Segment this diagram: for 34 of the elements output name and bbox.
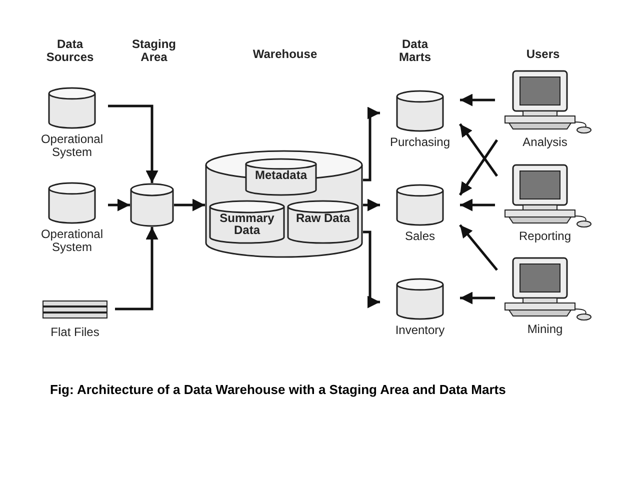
node-label: Sales: [404, 230, 436, 243]
node-label: Operational System: [40, 133, 104, 159]
node-label: Raw Data: [294, 212, 352, 224]
column-heading: Staging Area: [131, 38, 177, 64]
arrow: [458, 123, 498, 177]
database-cylinder: [287, 200, 359, 244]
arrow: [174, 198, 205, 212]
node-label: Mining: [526, 323, 564, 336]
node-label: Reporting: [518, 230, 572, 243]
node-label: Inventory: [394, 324, 446, 337]
node-label: Metadata: [254, 168, 308, 181]
column-heading: Warehouse: [252, 48, 318, 61]
node-label: Analysis: [522, 136, 568, 149]
node-label: Purchasing: [388, 136, 452, 149]
arrow: [363, 230, 380, 308]
arrow: [363, 106, 380, 182]
column-heading: Data Marts: [398, 38, 432, 64]
database-cylinder: [209, 200, 285, 244]
column-heading: Users: [525, 48, 561, 61]
arrow: [108, 104, 158, 183]
arrow: [108, 198, 130, 212]
arrow: [460, 94, 495, 106]
arrow: [458, 139, 498, 196]
node-label: Summary Data: [218, 212, 276, 236]
arrow: [363, 198, 380, 212]
arrow: [460, 198, 495, 212]
database-cylinder: [245, 158, 317, 196]
column-heading: Data Sources: [45, 38, 95, 64]
arrow: [115, 227, 158, 310]
arrow: [459, 224, 498, 271]
arrow: [460, 292, 495, 304]
node-label: Flat Files: [50, 326, 100, 339]
node-label: Operational System: [40, 228, 104, 254]
caption: Fig: Architecture of a Data Warehouse with a Staging Area and Data Marts: [50, 382, 506, 397]
